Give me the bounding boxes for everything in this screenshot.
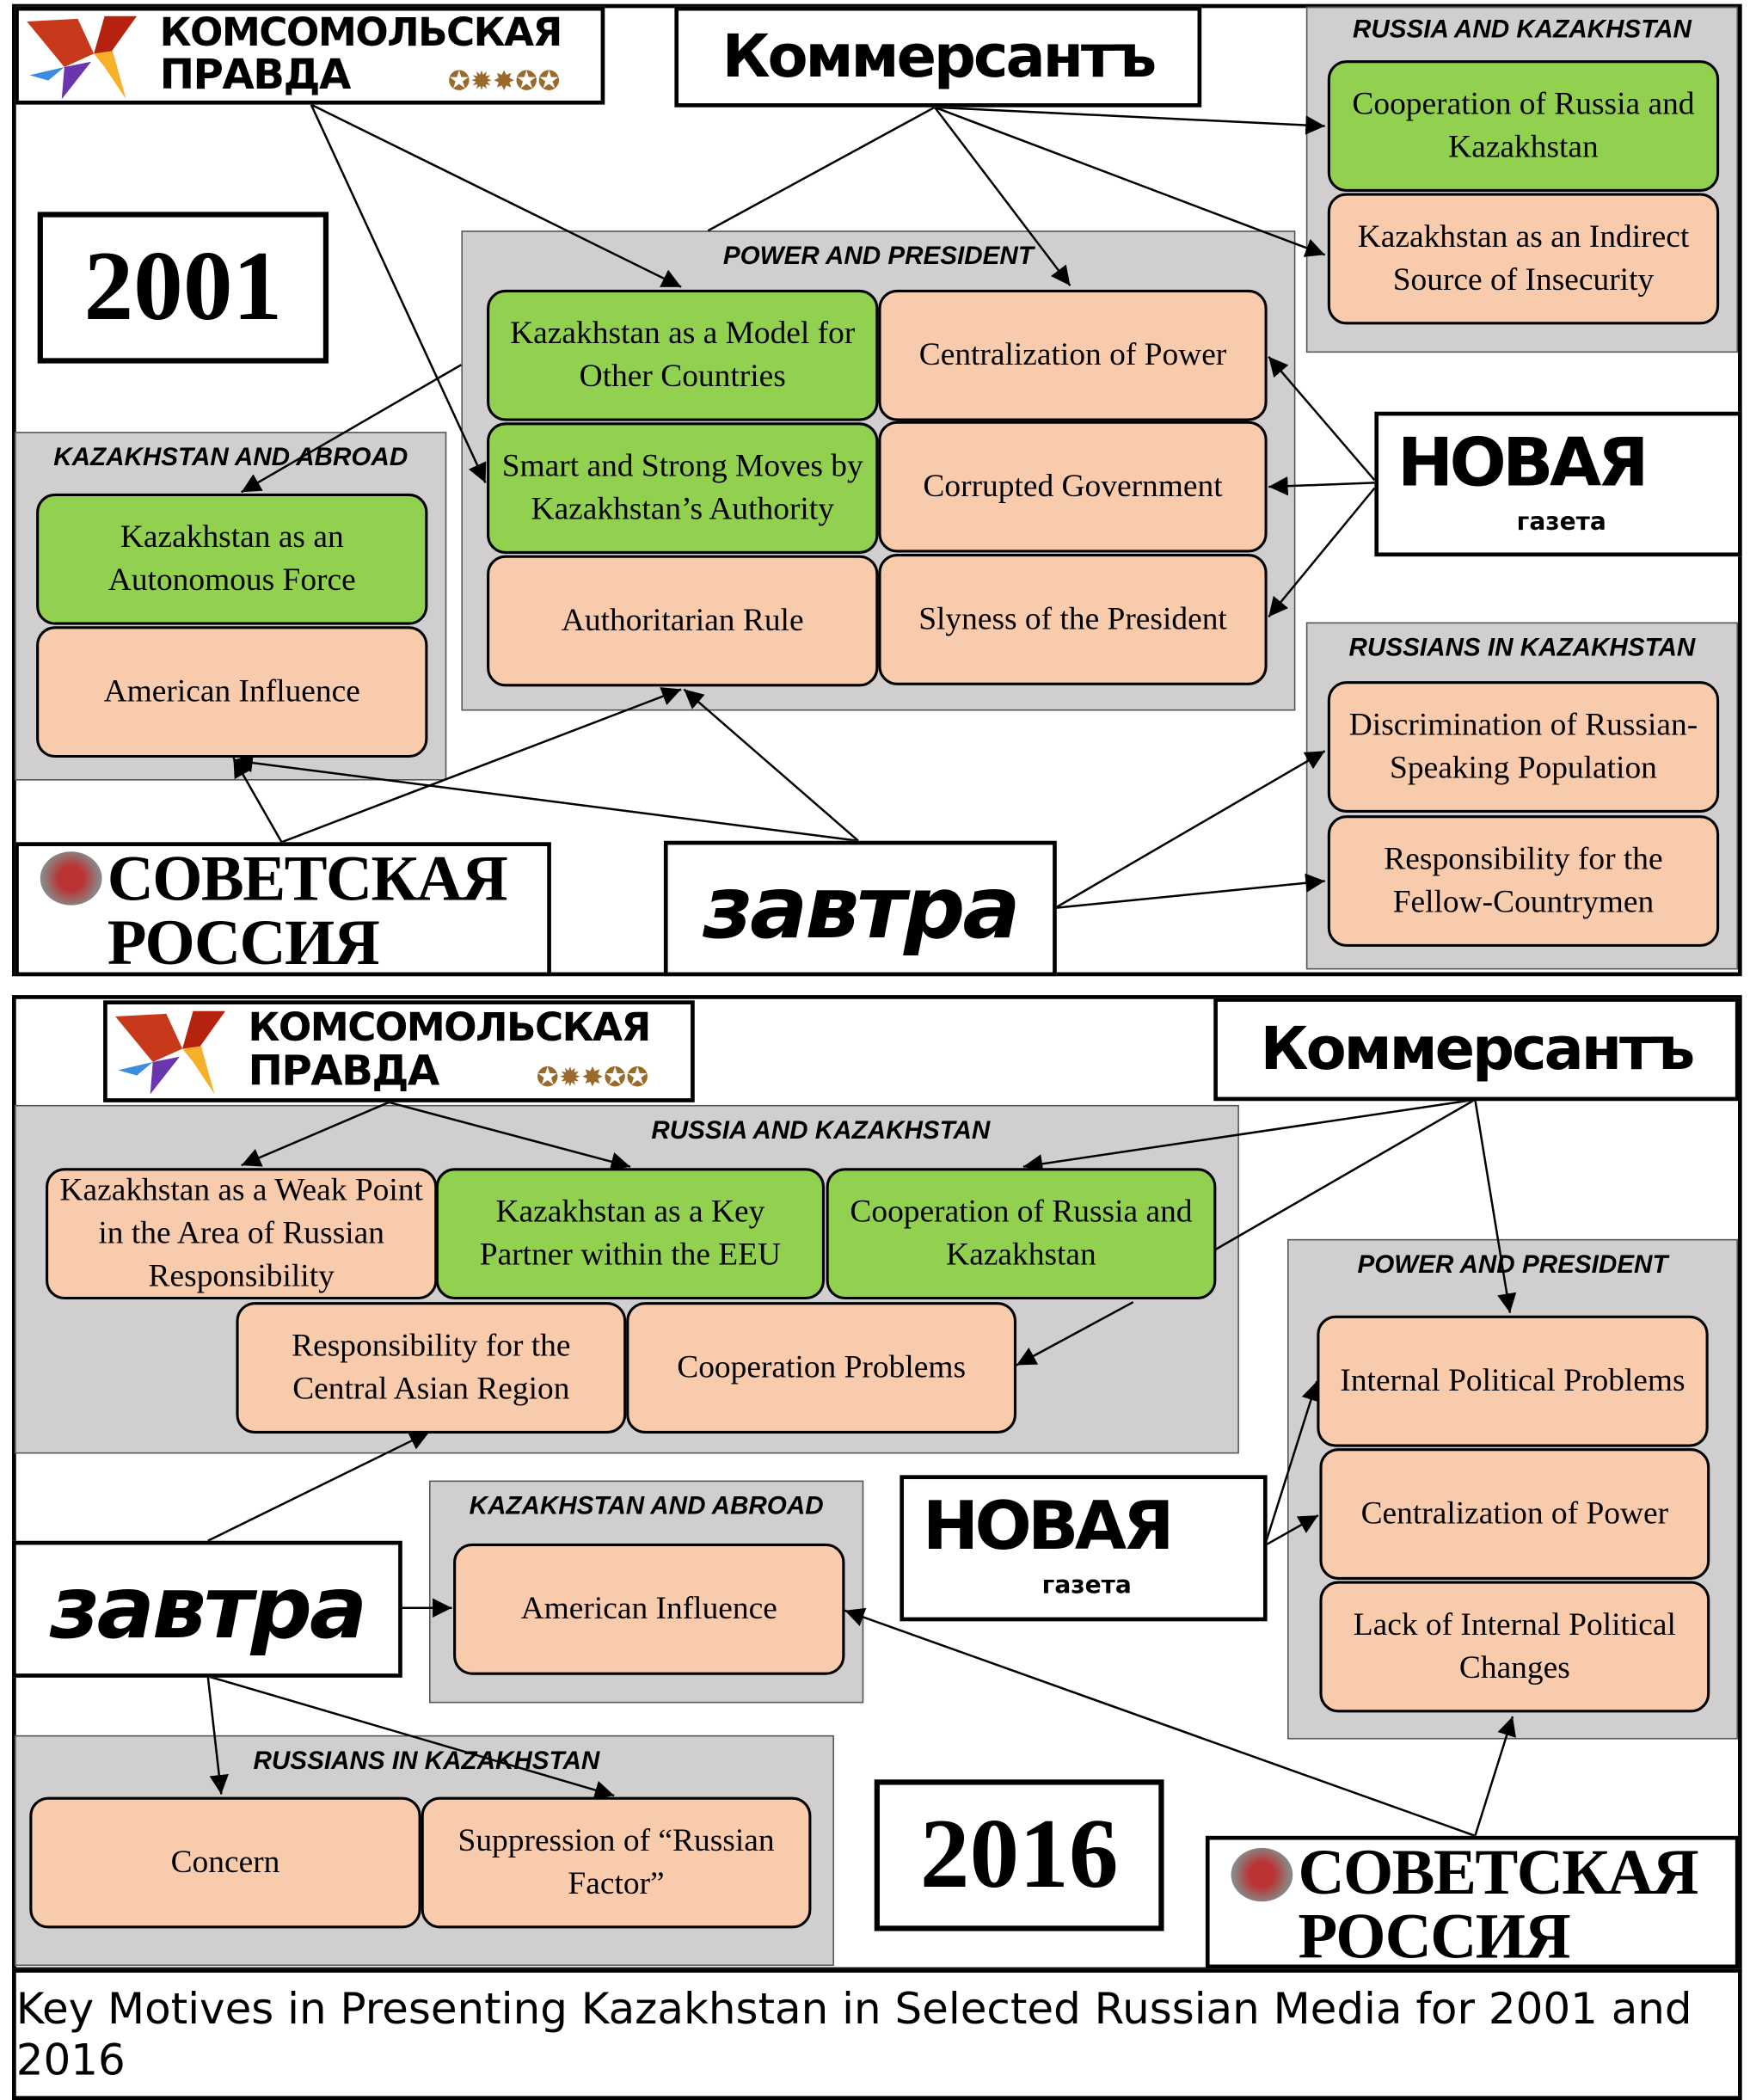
motive-box: Suppression of “Russian Factor” <box>421 1796 812 1929</box>
logo-text: завтра <box>49 1559 368 1659</box>
logo-sovetskaya-rossiya: СОВЕТСКАЯ РОССИЯ <box>1205 1835 1740 1969</box>
motive-box: Kazakhstan as a Key Partner within the E… <box>435 1168 826 1300</box>
motive-box: Kazakhstan as a Model for Other Countrie… <box>487 289 879 421</box>
group-title: RUSSIANS IN KAZAKHSTAN <box>1348 634 1696 663</box>
group-title: POWER AND PRESIDENT <box>722 243 1034 271</box>
motive-box: Smart and Strong Moves by Kazakhstan’s A… <box>487 422 879 555</box>
group-title: POWER AND PRESIDENT <box>1357 1250 1668 1280</box>
motive-box: Concern <box>29 1796 421 1929</box>
logo-text: завтра <box>703 858 1021 959</box>
logo-text: газета <box>1037 1572 1136 1600</box>
logo-text: НОВАЯ <box>1397 423 1649 502</box>
logo-novaya-gazeta: НОВАЯ газета <box>900 1475 1268 1622</box>
group-title: KAZAKHSTAN AND ABROAD <box>469 1492 824 1521</box>
logo-text: РОССИЯ <box>1298 1901 1570 1969</box>
emblem-icon <box>40 851 102 906</box>
logo-kommersant: Коммерсантъ <box>1213 998 1740 1102</box>
motive-box: Responsibility for the Fellow-Countrymen <box>1327 815 1720 947</box>
bird-icon <box>27 15 138 100</box>
logo-text: ПРАВДА <box>159 51 352 100</box>
motive-box: American Influence <box>453 1543 845 1675</box>
motive-box: Authoritarian Rule <box>487 555 879 687</box>
logo-kommersant: Коммерсантъ <box>674 6 1202 107</box>
motive-box: Kazakhstan as an Autonomous Force <box>36 493 428 625</box>
medals-icon: ✪✹✸✪✪ <box>536 1063 649 1093</box>
motive-box: Corrupted Government <box>878 421 1268 553</box>
motive-box: Lack of Internal Political Changes <box>1319 1581 1710 1713</box>
motive-box: Kazakhstan as a Weak Point in the Area o… <box>46 1168 438 1300</box>
logo-text: газета <box>1513 509 1611 537</box>
year-label-2016: 2016 <box>874 1779 1164 1931</box>
group-title: RUSSIA AND KAZAKHSTAN <box>1352 15 1692 45</box>
motive-box: Cooperation Problems <box>626 1302 1017 1434</box>
motive-box: Responsibility for the Central Asian Reg… <box>236 1302 627 1434</box>
logo-novaya-gazeta: НОВАЯ газета <box>1374 411 1742 557</box>
motive-box: Kazakhstan as an Indirect Source of Inse… <box>1327 193 1720 325</box>
group-title: RUSSIA AND KAZAKHSTAN <box>651 1116 991 1145</box>
logo-komsomolskaya-pravda: КОМСОМОЛЬСКАЯ ПРАВДА ✪✹✸✪✪ <box>103 1000 695 1102</box>
bird-icon <box>115 1010 225 1095</box>
motive-box: Cooperation of Russia and Kazakhstan <box>1327 60 1720 192</box>
logo-text: КОМСОМОЛЬСКАЯ <box>159 9 563 55</box>
logo-zavtra: завтра <box>663 840 1057 977</box>
motive-box: Slyness of the President <box>878 554 1268 685</box>
motive-box: Cooperation of Russia and Kazakhstan <box>826 1168 1217 1300</box>
group-title: KAZAKHSTAN AND ABROAD <box>53 444 408 472</box>
motive-box: Internal Political Problems <box>1317 1315 1709 1447</box>
logo-komsomolskaya-pravda: КОМСОМОЛЬСКАЯ ПРАВДА ✪✹✸✪✪ <box>15 6 605 105</box>
motive-box: American Influence <box>36 626 428 758</box>
emblem-icon <box>1231 1847 1293 1902</box>
logo-text: НОВАЯ <box>922 1487 1175 1565</box>
year-label-2001: 2001 <box>37 212 329 364</box>
motive-box: Discrimination of Russian-Speaking Popul… <box>1327 681 1720 813</box>
logo-text: Коммерсантъ <box>721 22 1157 92</box>
logo-text: Коммерсантъ <box>1260 1015 1696 1084</box>
figure-caption: Key Motives in Presenting Kazakhstan in … <box>12 1968 1742 2100</box>
group-title: RUSSIANS IN KAZAKHSTAN <box>253 1747 600 1776</box>
logo-zavtra: завтра <box>12 1540 402 1678</box>
logo-text: РОССИЯ <box>107 907 380 977</box>
logo-sovetskaya-rossiya: СОВЕТСКАЯ РОССИЯ <box>15 842 551 977</box>
motive-box: Centralization of Power <box>1319 1448 1710 1580</box>
logo-text: КОМСОМОЛЬСКАЯ <box>248 1004 651 1051</box>
medals-icon: ✪✹✸✪✪ <box>447 66 561 97</box>
logo-text: СОВЕТСКАЯ <box>1298 1837 1698 1909</box>
motive-box: Centralization of Power <box>878 289 1268 421</box>
logo-text: СОВЕТСКАЯ <box>107 843 508 915</box>
logo-text: ПРАВДА <box>248 1047 439 1096</box>
